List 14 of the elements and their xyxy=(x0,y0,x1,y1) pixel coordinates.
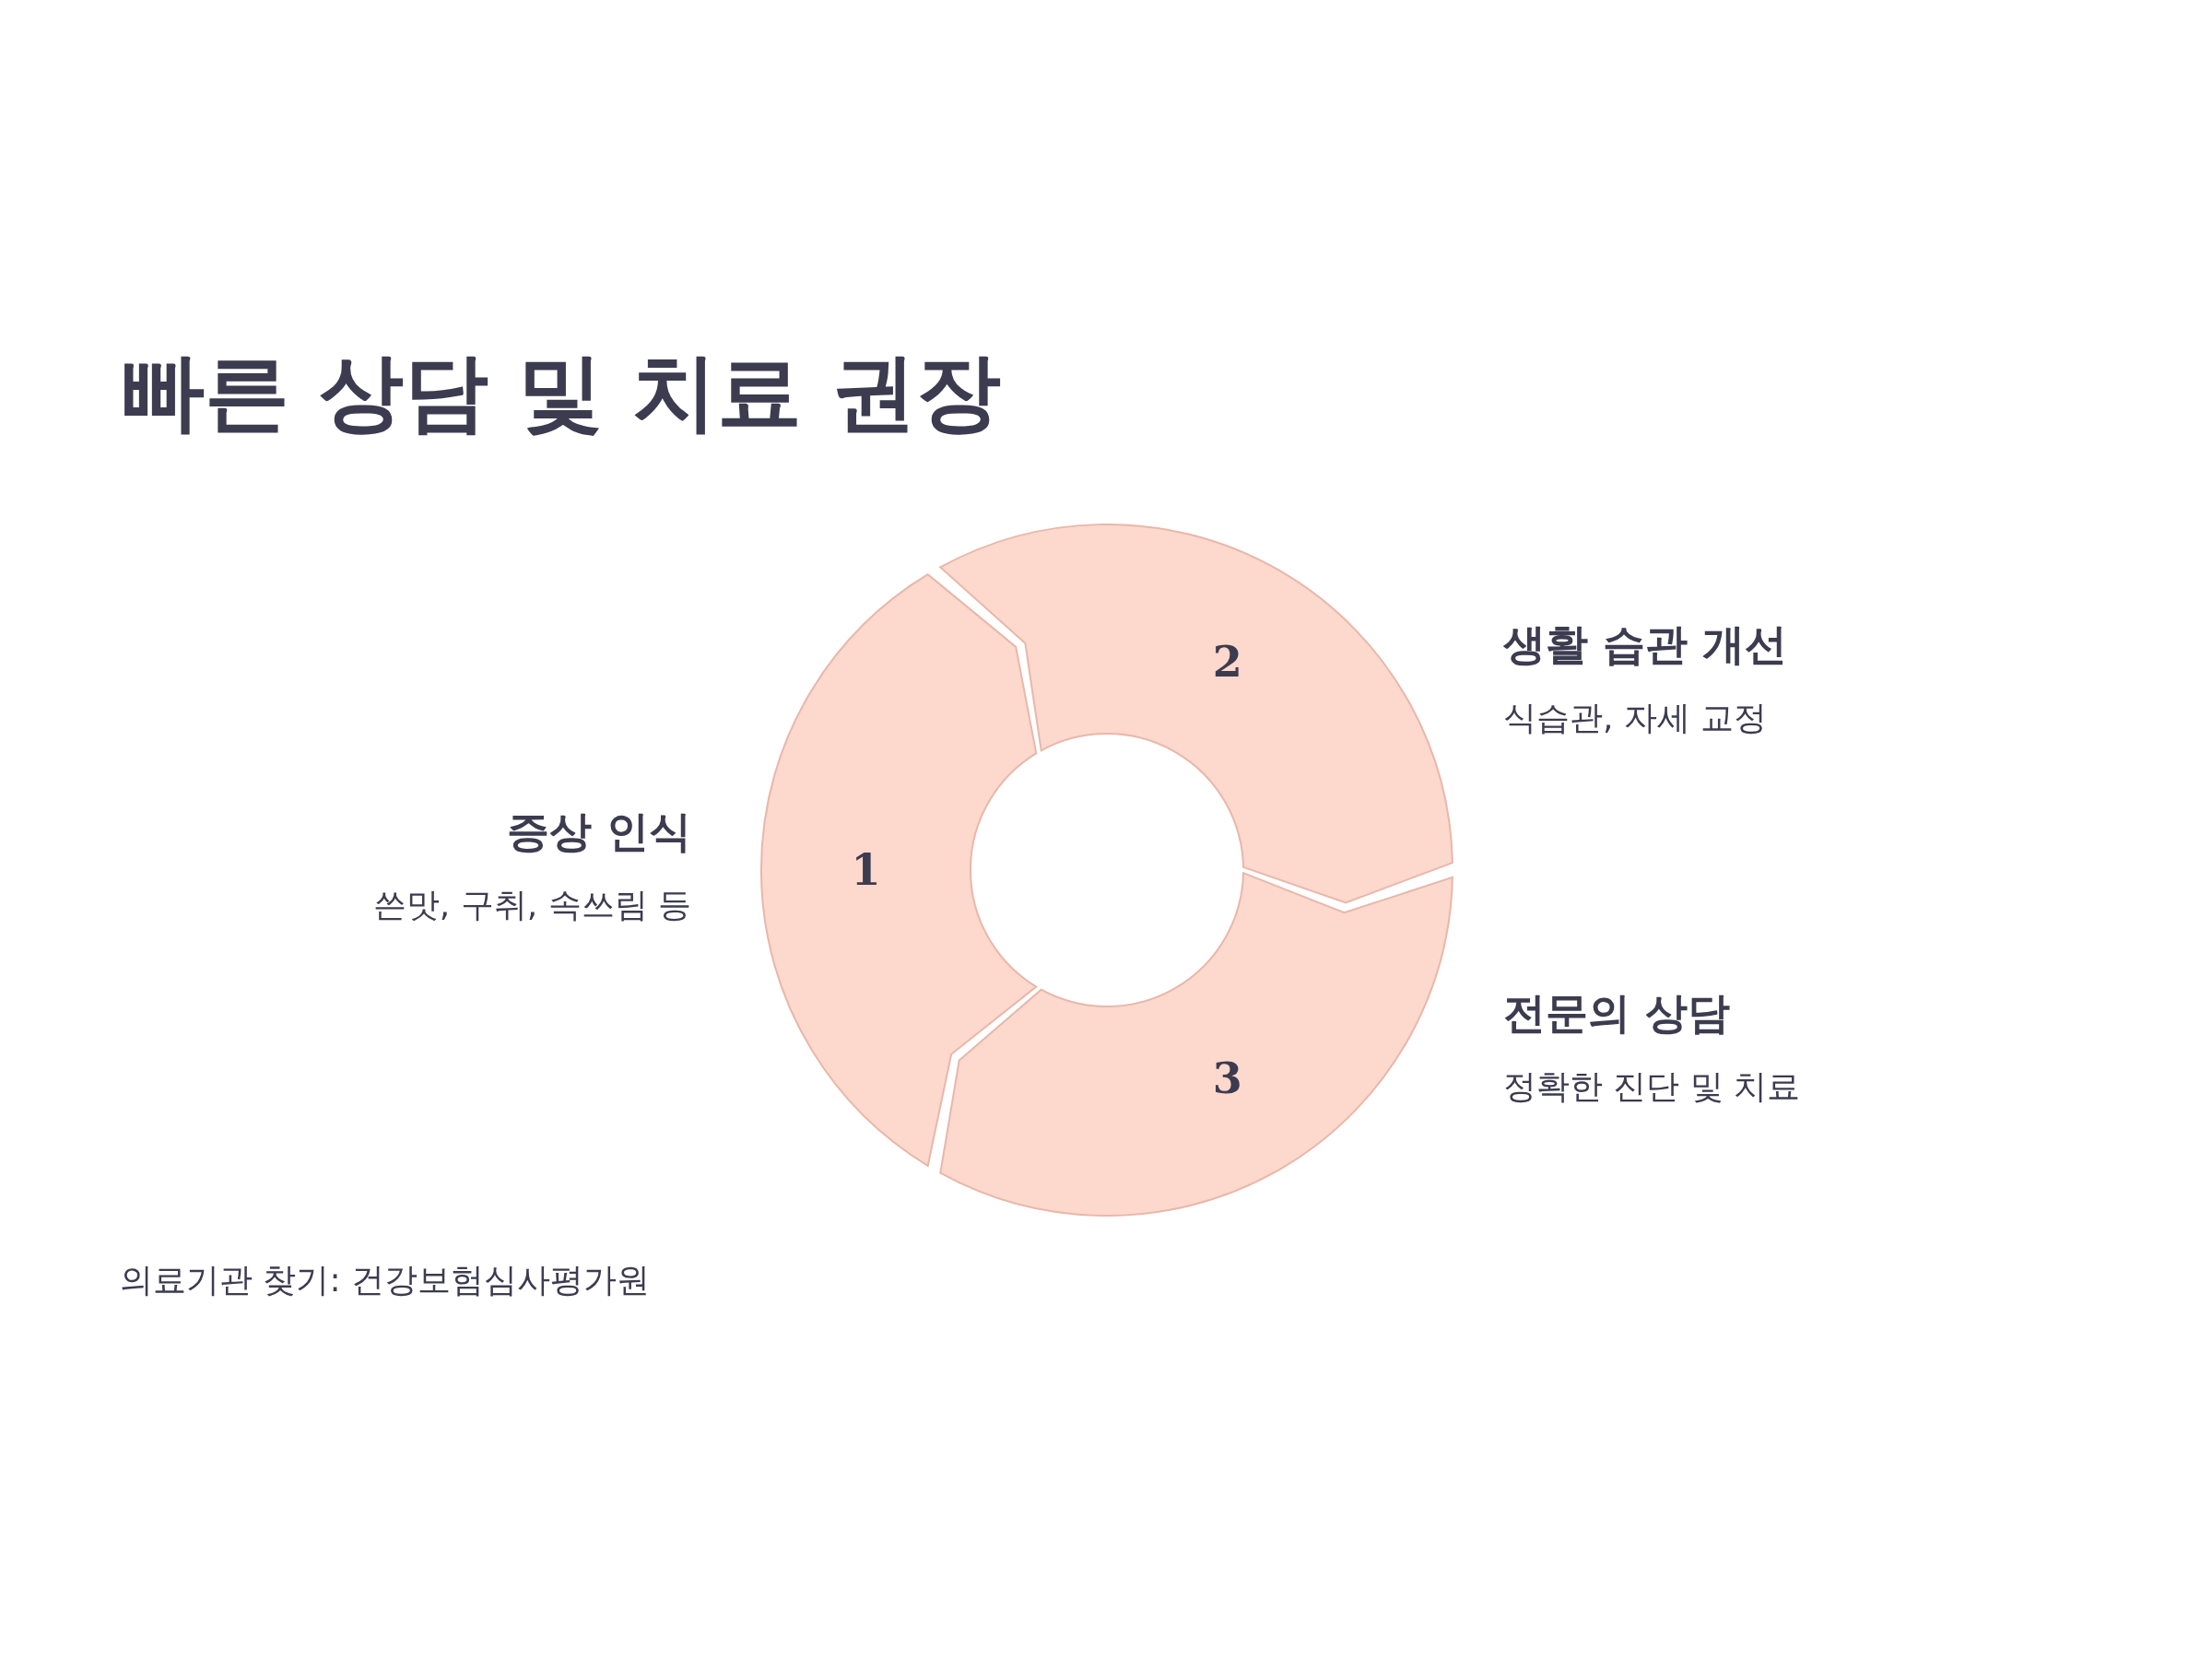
cycle-segment xyxy=(939,524,1453,904)
step-description: 정확한 진단 및 치료 xyxy=(1503,1066,1801,1107)
step-number: 1 xyxy=(851,845,881,895)
step-number: 2 xyxy=(1212,636,1242,687)
cycle-segment xyxy=(759,573,1038,1167)
step-description: 쓴맛, 구취, 속쓰림 등 xyxy=(372,885,691,925)
step-description: 식습관, 자세 교정 xyxy=(1503,698,1768,738)
step-heading: 전문의 상담 xyxy=(1503,988,1730,1040)
cycle-segment xyxy=(939,872,1453,1217)
step-heading: 증상 인식 xyxy=(507,806,691,858)
step-heading: 생활 습관 개선 xyxy=(1503,619,1788,671)
caption: 의료기관 찾기: 건강보험심사평가원 xyxy=(120,1260,650,1300)
step-number: 3 xyxy=(1212,1053,1242,1104)
title: 빠른 상담 및 치료 권장 xyxy=(120,346,1002,440)
